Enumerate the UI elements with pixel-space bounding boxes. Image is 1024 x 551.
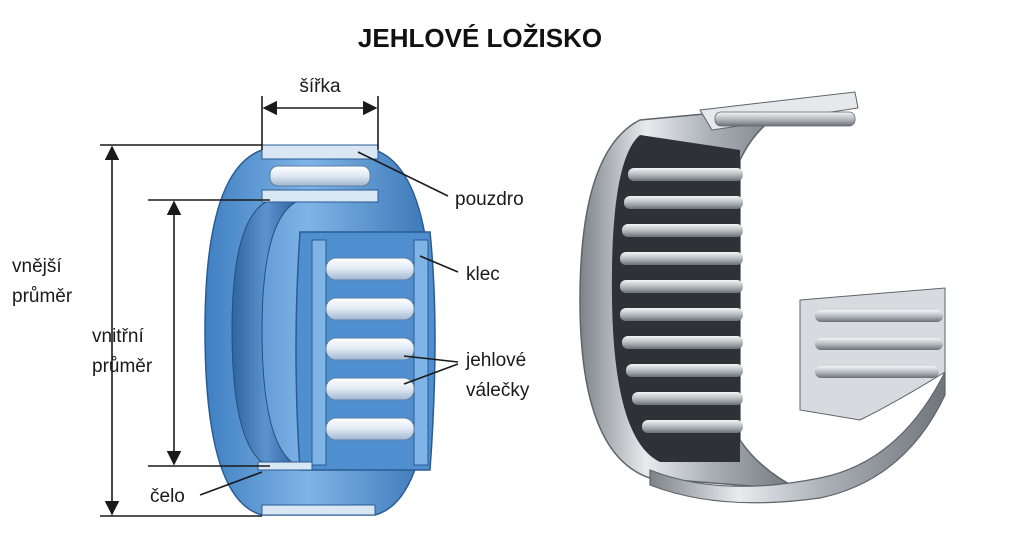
label-shell: pouzdro [455,189,524,210]
label-face: čelo [150,486,185,507]
diagram-title: JEHLOVÉ LOŽISKO [358,23,602,53]
label-outer-line2: průměr [12,286,73,307]
label-needles-line2: válečky [466,380,530,401]
label-cage: klec [466,264,500,285]
label-outer-line1: vnější [12,256,62,277]
needle-rollers [325,257,415,441]
bearing-photo [579,91,946,504]
label-width: šířka [299,76,341,97]
steel-rollers [620,168,743,433]
label-inner-line2: průměr [92,356,153,377]
dimension-lines [100,96,459,517]
label-inner-line1: vnitřní [92,326,144,347]
schematic-bearing [204,144,436,516]
label-needles-line1: jehlové [465,350,526,371]
